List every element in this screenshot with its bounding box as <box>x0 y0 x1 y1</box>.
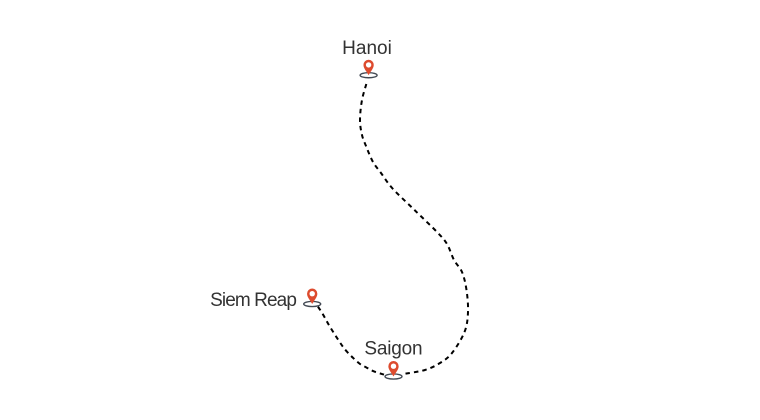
svg-text:Saigon: Saigon <box>364 339 422 360</box>
svg-text:Hanoi: Hanoi <box>342 38 392 59</box>
svg-text:Siem Reap: Siem Reap <box>210 290 296 311</box>
